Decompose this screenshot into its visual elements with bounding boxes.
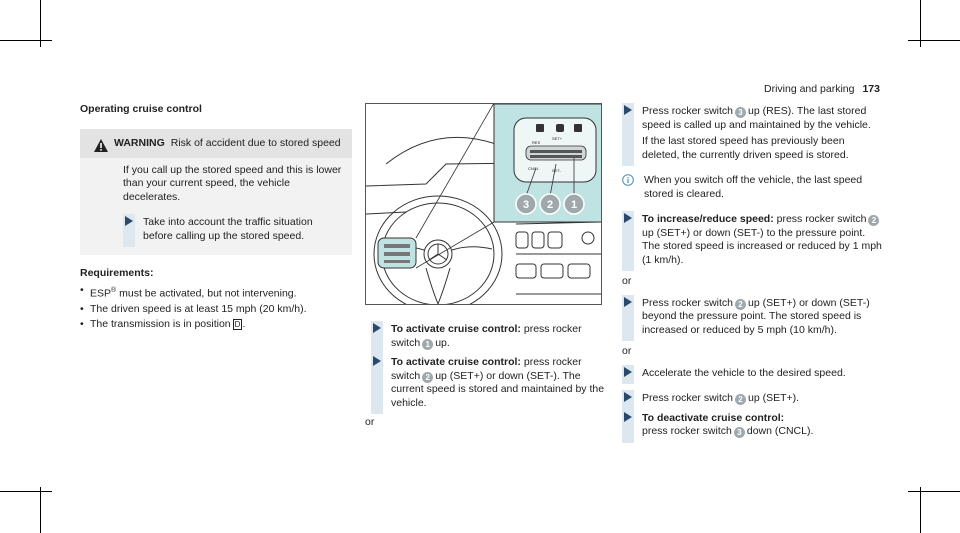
or-separator: or — [622, 345, 632, 357]
or-separator: or — [622, 275, 632, 287]
warning-step-text: Take into account the traffic situation … — [143, 216, 313, 242]
crop-mark — [908, 491, 960, 492]
column-2: RES SET+ CNCL SET- 3 2 1 To activate cru… — [365, 103, 605, 436]
info-icon — [622, 174, 636, 201]
step-text: down (CNCL). — [746, 425, 814, 437]
step-arrow-icon — [622, 364, 634, 384]
step-text: press rocker switch — [391, 356, 582, 382]
step-increase-reduce: To increase/reduce speed: press rocker s… — [622, 211, 884, 271]
steering-wheel-illustration: RES SET+ CNCL SET- 3 2 1 — [365, 103, 602, 305]
crop-mark — [920, 487, 921, 533]
step-text: press rocker switch — [776, 213, 867, 225]
step-text: press rocker switch — [642, 425, 732, 437]
note: When you switch off the vehicle, the las… — [622, 174, 884, 201]
warning-label: WARNING — [114, 136, 165, 149]
step-text: up (SET+) or down (SET-) to the pressure… — [642, 226, 882, 266]
step-arrow-icon — [622, 390, 634, 410]
step-text: press rocker switch — [391, 323, 582, 349]
warning-title: WARNING Risk of accident due to stored sp… — [114, 137, 341, 152]
step-text: up (SET+). — [748, 392, 800, 404]
crop-mark — [40, 0, 41, 47]
step-arrow-icon — [622, 409, 634, 443]
steering-wheel-drawing: RES SET+ CNCL SET- 3 2 1 — [366, 104, 601, 304]
step-arrow-icon — [622, 211, 634, 271]
set-plus-label: SET+ — [552, 136, 563, 141]
warning-step: Take into account the traffic situation … — [123, 214, 344, 247]
step-arrow-icon — [123, 214, 135, 247]
step-text: up (SET+) or down (SET-). The current sp… — [391, 369, 605, 409]
callout-2-marker — [539, 193, 561, 215]
crop-mark — [40, 487, 41, 533]
gear-d-icon: D — [232, 319, 243, 330]
step-arrow-icon — [371, 321, 383, 354]
crop-mark — [0, 40, 52, 41]
requirements-list: ESP® must be activated, but not interven… — [80, 284, 352, 332]
step-text: Press rocker switch — [642, 105, 734, 117]
esp-label: ESP — [90, 287, 112, 299]
callout-2-badge: 2 — [735, 298, 747, 310]
callout-3: 3 — [523, 199, 529, 211]
list-item: ESP® must be activated, but not interven… — [80, 284, 352, 301]
warning-box: WARNING Risk of accident due to stored sp… — [80, 128, 352, 256]
callout-3-badge: 3 — [733, 427, 745, 438]
set-minus-label: SET- — [552, 168, 562, 173]
step-text: Accelerate the vehicle to the desired sp… — [642, 366, 846, 379]
warning-body: If you call up the stored speed and this… — [80, 158, 352, 256]
crop-mark — [908, 40, 960, 41]
step-heading: To activate cruise control: — [391, 356, 521, 368]
requirement-text: The transmission is in position — [90, 318, 231, 330]
list-item: The driven speed is at least 15 mph (20 … — [80, 303, 352, 317]
step-text: up (RES). The last stored speed is calle… — [642, 105, 871, 131]
section-title: Driving and parking — [764, 83, 855, 95]
callout-3-badge: 3 — [735, 107, 747, 118]
step-heading: To deactivate cruise control: — [642, 411, 785, 424]
step-accelerate: Accelerate the vehicle to the desired sp… — [622, 364, 884, 384]
step-arrow-icon — [371, 354, 383, 414]
step-deactivate: To deactivate cruise control:press rocke… — [622, 409, 884, 443]
page-number: 173 — [862, 83, 880, 95]
step-heading: To increase/reduce speed: — [642, 213, 774, 225]
callout-2: 2 — [547, 199, 553, 211]
step-text: up (SET+) or down (SET-) beyond the pres… — [642, 296, 870, 336]
step-activate-2: To activate cruise control: press rocker… — [371, 354, 605, 414]
running-head: Driving and parking 173 — [600, 83, 880, 97]
callout-2-badge: 2 — [422, 371, 434, 383]
warning-triangle-icon — [88, 137, 114, 152]
callout-3-marker — [515, 193, 537, 215]
callout-1: 1 — [571, 199, 577, 211]
step-arrow-icon — [622, 103, 634, 166]
registered-mark: ® — [111, 286, 117, 294]
column-1: Operating cruise control WARNING Risk of … — [80, 103, 352, 334]
step-text: Press rocker switch — [642, 392, 734, 404]
callout-1-badge: 1 — [422, 338, 434, 350]
callout-1-marker — [563, 193, 585, 215]
warning-heading: Risk of accident due to stored speed — [170, 136, 341, 149]
requirements-heading: Requirements: — [80, 267, 154, 279]
section-heading: Operating cruise control — [80, 103, 202, 115]
callout-2-badge: 2 — [868, 215, 880, 226]
step-activate-1: To activate cruise control: press rocker… — [371, 321, 605, 354]
step-heading: To activate cruise control: — [391, 323, 521, 335]
step-text: up. — [435, 336, 450, 349]
warning-text: If you call up the stored speed and this… — [123, 163, 342, 203]
step-text: If the last stored speed has previously … — [642, 135, 849, 161]
res-label: RES — [532, 140, 541, 145]
step-text: Press rocker switch — [642, 296, 734, 309]
crop-mark — [920, 0, 921, 47]
cncl-label: CNCL — [528, 166, 540, 171]
crop-mark — [0, 491, 52, 492]
requirement-text: must be activated, but not intervening. — [119, 287, 297, 299]
callout-2-badge: 2 — [735, 394, 747, 405]
or-separator: or — [365, 416, 375, 428]
note-text: When you switch off the vehicle, the las… — [644, 174, 863, 200]
warning-header: WARNING Risk of accident due to stored sp… — [80, 128, 352, 158]
step-arrow-icon — [622, 294, 634, 341]
